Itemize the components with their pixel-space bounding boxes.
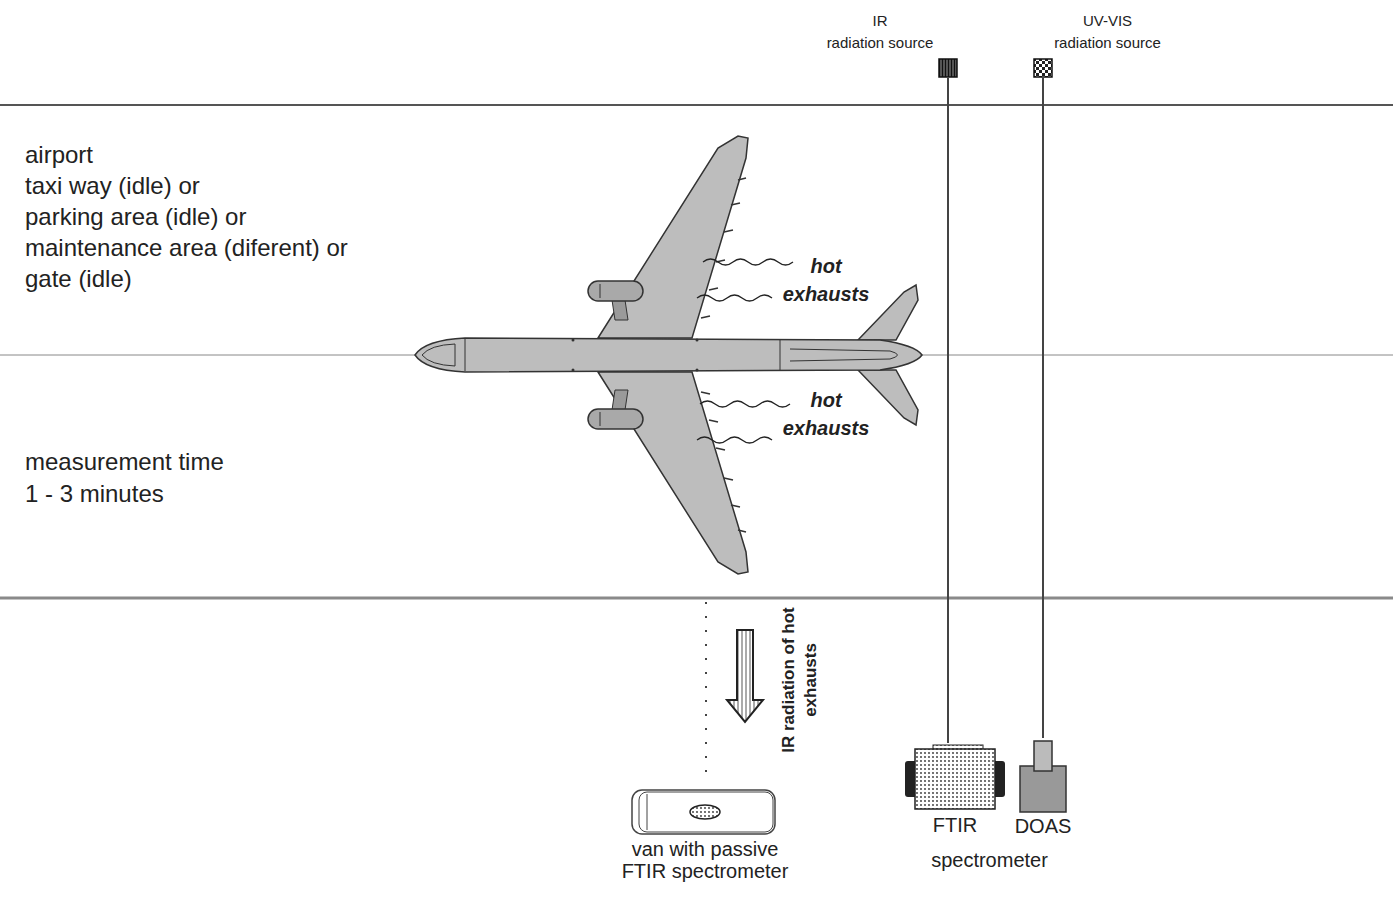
area-label: taxi way (idle) or: [25, 171, 200, 201]
area-label: gate (idle): [25, 264, 132, 294]
area-border: [0, 104, 1393, 106]
doas-spectrometer: DOAS: [1010, 738, 1076, 838]
instrument-icon: [1010, 738, 1076, 814]
sight-line: [705, 602, 707, 782]
node-label: radiation source: [800, 32, 960, 54]
fuselage: [415, 338, 922, 372]
node-label: DOAS: [1010, 814, 1076, 838]
node-label: FTIR: [903, 813, 1007, 837]
node-label: UV-VIS: [1025, 10, 1190, 32]
area-label: maintenance area (diferent) or: [25, 233, 348, 263]
node-label: IR: [800, 10, 960, 32]
instrument-label: spectrometer: [931, 848, 1048, 873]
exhaust-plume: [697, 259, 793, 443]
time-label: measurement time: [25, 447, 224, 477]
radiation-source: IRradiation source: [800, 10, 960, 78]
instrument-icon: [615, 786, 795, 838]
exhaust-label: hot exhausts: [780, 386, 872, 442]
area-border: [0, 597, 1393, 600]
node-label: radiation source: [1025, 32, 1190, 54]
instrument-icon: [1033, 58, 1053, 78]
beam-path: [947, 78, 949, 743]
measurement-van: van with passive FTIR spectrometer: [615, 786, 795, 882]
instrument-icon: [938, 58, 960, 78]
beam-path: [1042, 78, 1044, 738]
instrument-icon: [615, 786, 795, 838]
area-label: airport: [25, 140, 93, 170]
instrument-icon: [903, 743, 1007, 813]
instrument-icon: [903, 743, 1007, 813]
node-label: van with passive FTIR spectrometer: [615, 838, 795, 882]
exhaust-label: hot exhausts: [780, 252, 872, 308]
ftir-spectrometer: FTIR: [903, 743, 1007, 837]
radiation-label: IR radiation of hot exhausts: [778, 600, 822, 760]
time-label: 1 - 3 minutes: [25, 479, 164, 509]
radiation-source: UV-VISradiation source: [1025, 10, 1190, 78]
radiation-arrow: [727, 630, 763, 722]
instrument-icon: [1033, 58, 1190, 78]
aircraft-half: [588, 136, 918, 340]
instrument-icon: [938, 58, 958, 78]
instrument-icon: [1010, 738, 1076, 814]
area-label: parking area (idle) or: [25, 202, 246, 232]
